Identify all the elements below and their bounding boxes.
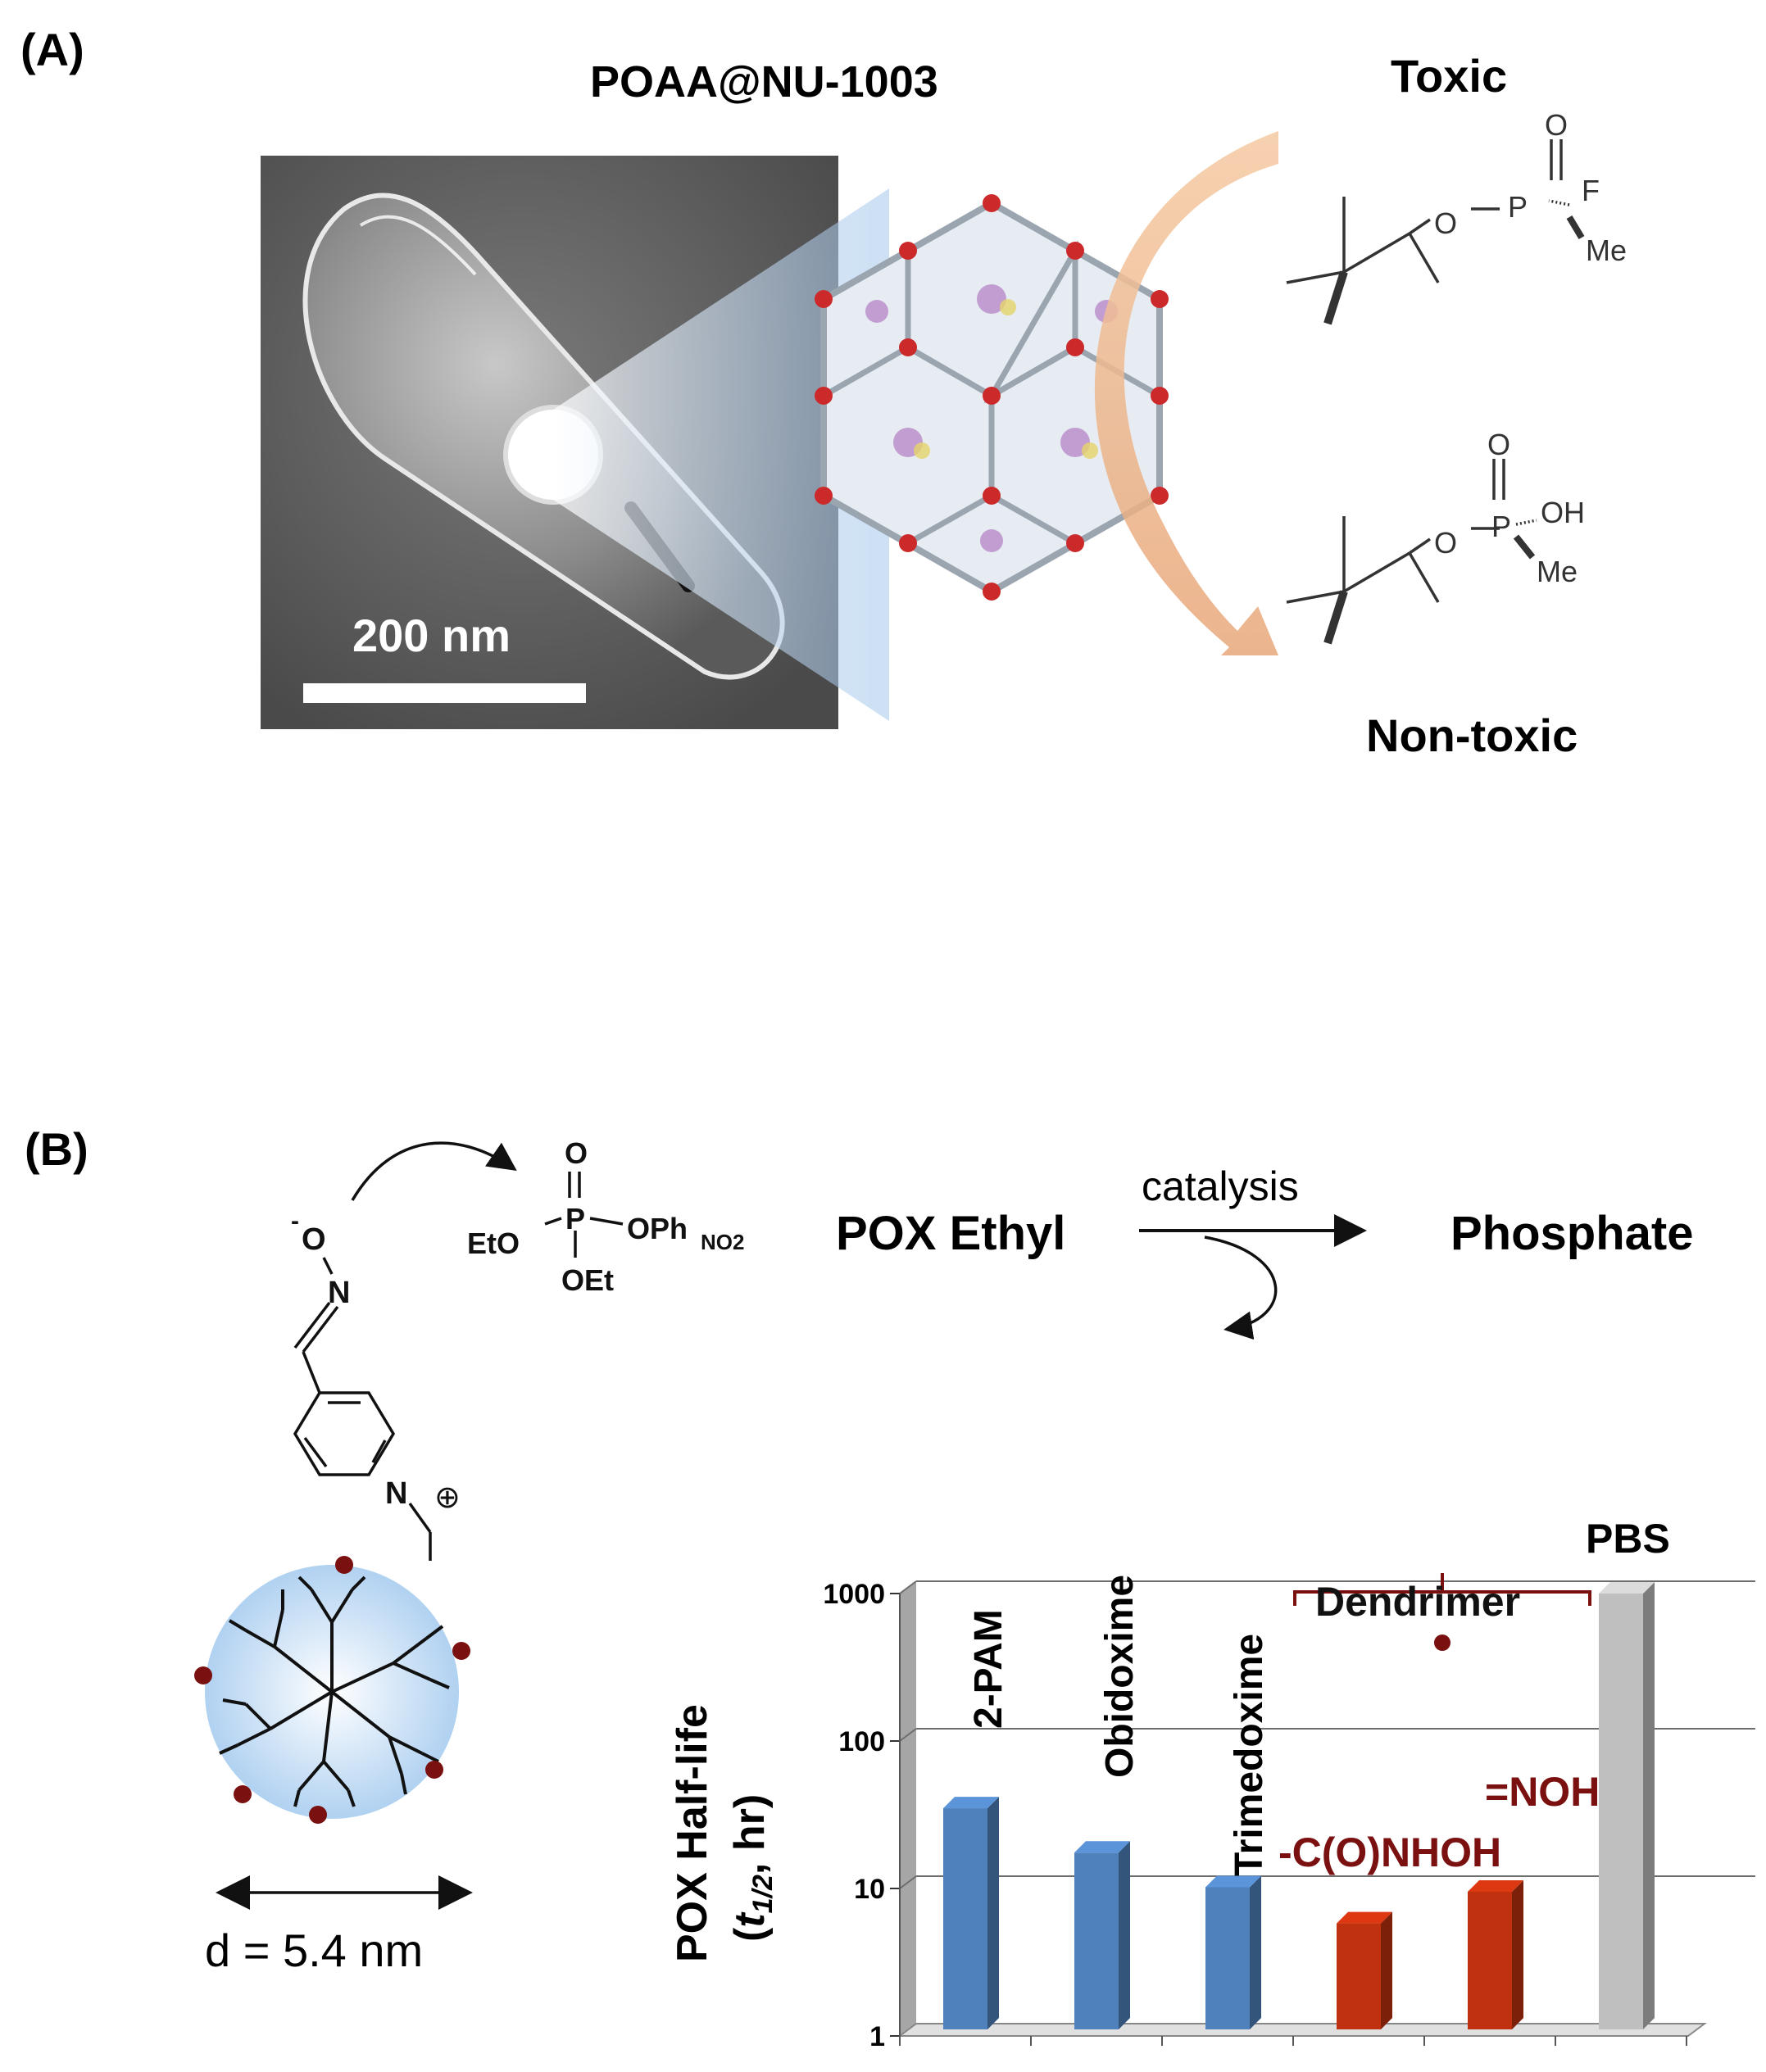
bar-top xyxy=(1337,1911,1392,1924)
bar-label-Trimedoxime: Trimedoxime xyxy=(1228,1634,1271,1876)
bar-top xyxy=(1599,1582,1655,1594)
bar-front xyxy=(943,1808,987,2029)
y-axis-label-sub: 1/2 xyxy=(747,1875,779,1913)
nontoxic-p: P xyxy=(1491,510,1511,543)
chart-x-ticks xyxy=(899,2036,1687,2046)
nontoxic-me: Me xyxy=(1537,555,1578,588)
bar--C(O)NHOH xyxy=(1337,1911,1392,2029)
scale-bar-label: 200 nm xyxy=(352,610,511,661)
ring-n-plus: ⊕ xyxy=(434,1480,461,1515)
nontoxic-molecule xyxy=(1286,459,1537,645)
chart-floor xyxy=(897,2023,1707,2037)
nontoxic-o-top: O xyxy=(1487,428,1510,461)
y-tick-label: 10 xyxy=(854,1874,885,1905)
bar-side xyxy=(1250,1875,1261,2029)
toxic-o-top: O xyxy=(1545,108,1568,142)
chart-bar-labels: 2-PAM Obidoxime Trimedoxime PBS xyxy=(967,1516,1670,1876)
oxime-atoms: - O N N ⊕ xyxy=(291,1208,461,1515)
bar-top xyxy=(1205,1875,1261,1888)
substrate-oph: OPh xyxy=(627,1212,688,1245)
chart-bars xyxy=(943,1582,1655,2029)
dendrimer-label: Dendrimer xyxy=(1315,1579,1520,1625)
dendrimer-bracket xyxy=(1293,1573,1591,1606)
bar-PBS xyxy=(1599,1582,1655,2029)
panel-b-label: (B) xyxy=(25,1123,89,1175)
chart-side-wall xyxy=(900,1581,916,2036)
substrate-p: P xyxy=(565,1202,585,1235)
gridline xyxy=(899,1580,917,1594)
bar-side xyxy=(1119,1841,1130,2029)
bar-top xyxy=(1074,1841,1130,1853)
product-label: Phosphate xyxy=(1450,1207,1694,1260)
substrate-atoms: O P EtO OPh NO2 OEt xyxy=(467,1136,744,1297)
bar-side xyxy=(1643,1582,1655,2029)
bar-front xyxy=(1205,1887,1250,2029)
y-axis-label-line1: POX Half-life xyxy=(669,1704,716,1962)
bar-Trimedoxime xyxy=(1205,1875,1261,2029)
substrate-eto: EtO xyxy=(467,1226,520,1260)
y-tick-label: 1000 xyxy=(823,1579,885,1610)
bar-front xyxy=(1337,1923,1381,2029)
y-tick-label: 1 xyxy=(869,2021,885,2052)
bar-2-PAM xyxy=(943,1797,999,2029)
diameter-label: d = 5.4 nm xyxy=(205,1925,423,1976)
zoom-beam xyxy=(553,188,889,721)
oxime-o-minus: - xyxy=(291,1208,299,1235)
bar-front xyxy=(1468,1892,1512,2029)
bar-top xyxy=(943,1797,999,1809)
toxic-molecule xyxy=(1286,139,1585,325)
toxic-molecule-atoms: O P O F Me xyxy=(1434,108,1627,267)
scale-bar xyxy=(303,683,586,703)
mof-title: POAA@NU-1003 xyxy=(590,57,938,107)
chart-y-title: POX Half-life (t1/2, hr) xyxy=(669,1704,779,1962)
y-axis-label-t: t xyxy=(726,1911,774,1928)
ring-n: N xyxy=(385,1476,407,1511)
substrate-oet: OEt xyxy=(561,1263,614,1297)
dendrimer xyxy=(194,1556,470,1824)
toxic-o-link: O xyxy=(1434,206,1457,240)
catalytic-cycle-arrow xyxy=(1204,1235,1278,1340)
bar-front xyxy=(1074,1852,1119,2029)
toxic-me: Me xyxy=(1586,233,1627,267)
oxime-group-label: =NOH xyxy=(1485,1769,1600,1815)
bar-side xyxy=(1381,1911,1392,2029)
substrate-o-top: O xyxy=(565,1136,588,1170)
oxime-o: O xyxy=(302,1222,326,1257)
y-tick-label: 100 xyxy=(838,1726,885,1757)
pox-label: POX Ethyl xyxy=(836,1207,1065,1260)
dendrimer-marker xyxy=(1434,1634,1450,1651)
toxic-f: F xyxy=(1582,174,1600,207)
bar-side xyxy=(987,1797,999,2029)
chart-y-ticks: 1 10 100 1000 xyxy=(823,1579,901,2052)
y-axis-label-unit: , hr) xyxy=(726,1794,774,1875)
bar-label-Obidoxime: Obidoxime xyxy=(1098,1575,1142,1778)
substrate-oph-sub: NO2 xyxy=(701,1230,744,1254)
oxime-n: N xyxy=(328,1276,350,1310)
gridline xyxy=(899,1728,917,1742)
nontoxic-label: Non-toxic xyxy=(1366,710,1578,761)
nontoxic-molecule-atoms: O P O OH Me xyxy=(1434,428,1585,588)
oxime-structure xyxy=(293,1141,517,1561)
gridline xyxy=(899,1875,917,1889)
nontoxic-o-link: O xyxy=(1434,526,1457,560)
hydroxamic-label: -C(O)NHOH xyxy=(1278,1829,1501,1875)
conversion-arrow xyxy=(1094,131,1278,655)
substrate-structure xyxy=(544,1172,624,1258)
bar-=NOH xyxy=(1468,1880,1523,2029)
bar-Obidoxime xyxy=(1074,1841,1130,2029)
panel-a-label: (A) xyxy=(20,24,84,75)
nontoxic-oh: OH xyxy=(1541,496,1585,529)
toxic-label: Toxic xyxy=(1391,50,1507,102)
mof-structure xyxy=(815,194,1169,601)
y-axis-label-line2: (t1/2, hr) xyxy=(726,1794,779,1942)
bar-label-PBS: PBS xyxy=(1586,1516,1670,1562)
bar-front xyxy=(1599,1594,1643,2029)
toxic-p: P xyxy=(1508,190,1528,224)
bar-label-2-PAM: 2-PAM xyxy=(967,1609,1010,1729)
bar-top xyxy=(1468,1880,1523,1893)
catalysis-label: catalysis xyxy=(1142,1163,1299,1209)
bar-side xyxy=(1512,1880,1523,2029)
